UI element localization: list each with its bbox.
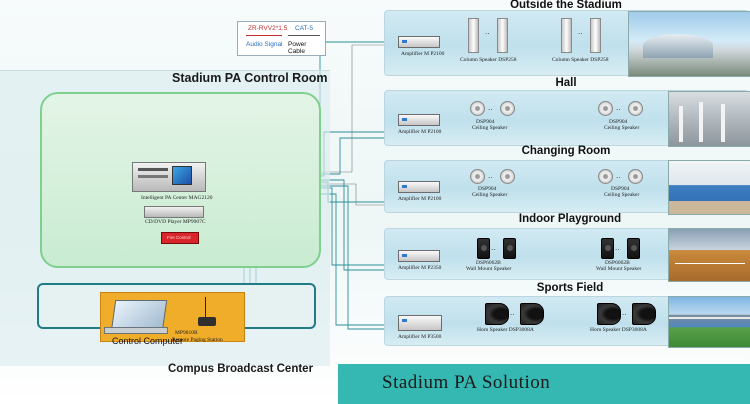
zone3-spk2-model: DSP904 xyxy=(611,186,630,192)
zone5-amp-label: Amplifier M P3500 xyxy=(398,334,442,340)
zone2-spk1-model: DSP904 xyxy=(476,119,495,125)
court-line xyxy=(675,263,745,264)
zone-indoor-title: Indoor Playground xyxy=(518,213,622,225)
zone2-dots2: .. xyxy=(616,103,621,112)
wall-speaker-icon xyxy=(477,238,490,259)
hall-photo xyxy=(668,91,750,147)
pa-center-buttons-row2 xyxy=(138,175,168,178)
zone-changing-title: Changing Room xyxy=(521,145,611,157)
paging-station-icon xyxy=(198,317,216,326)
zone2-dots1: .. xyxy=(488,103,493,112)
zone1-dots2: .. xyxy=(578,27,583,36)
zone-outside-title: Outside the Stadium xyxy=(510,0,622,11)
solution-title: Stadium PA Solution xyxy=(382,372,551,393)
column-speaker-icon xyxy=(561,18,572,53)
horn-speaker-icon xyxy=(520,303,544,325)
wall-speaker-icon xyxy=(627,238,640,259)
zone4-spk1-model: DSP6062B xyxy=(476,260,501,266)
zone5-amplifier xyxy=(398,315,442,331)
cable-legend: ZR-RVV2*1.5 CAT-5 Audio Signal Power Cab… xyxy=(237,21,326,56)
zone1-amp-label: Amplifier M P2100 xyxy=(401,51,445,57)
zone4-spk1-type: Wall Mount Speaker xyxy=(466,266,512,272)
hall-pillar xyxy=(679,106,683,142)
pa-center-unit xyxy=(132,162,206,192)
audio-line-sample xyxy=(246,35,282,36)
control-computer-label: Control Computer xyxy=(112,336,184,346)
zone4-amp-label: Amplifier M P2350 xyxy=(398,265,442,271)
ceiling-speaker-icon xyxy=(628,169,643,184)
zone4-dots2: .. xyxy=(615,243,620,252)
column-speaker-icon xyxy=(468,18,479,53)
ceiling-speaker-icon xyxy=(500,101,515,116)
dvd-player-unit xyxy=(144,206,204,218)
pa-center-label: Intelligent PA Center MAG2120 xyxy=(141,195,213,201)
laptop-base-icon xyxy=(104,327,168,334)
ceiling-speaker-icon xyxy=(598,101,613,116)
horn-speaker-icon xyxy=(632,303,656,325)
wall-speaker-icon xyxy=(503,238,516,259)
column-speaker-icon xyxy=(590,18,601,53)
cable2-spec: CAT-5 xyxy=(295,25,313,32)
pa-center-buttons xyxy=(138,168,168,171)
zone4-amplifier xyxy=(398,250,440,262)
changing-room-floor xyxy=(669,201,750,214)
paging-station-label: Remote Paging Station xyxy=(172,337,223,343)
zone5-spk1-label: Horn Speaker DSP3008A xyxy=(477,327,534,333)
ceiling-speaker-icon xyxy=(628,101,643,116)
fire-control-label: Fire Control xyxy=(167,235,191,240)
zone4-spk2-model: DSP6062B xyxy=(605,260,630,266)
hall-pillar xyxy=(721,104,725,142)
zone-sports-title: Sports Field xyxy=(536,282,604,294)
zone3-amp-label: Amplifier M P2100 xyxy=(398,196,442,202)
zone5-dots2: .. xyxy=(622,308,627,317)
power-line-sample xyxy=(288,35,320,36)
zone3-spk2-type: Ceiling Speaker xyxy=(604,192,640,198)
cable1-spec: ZR-RVV2*1.5 xyxy=(248,25,288,32)
zone1-spk2-label: Column Speaker DSP258 xyxy=(552,57,609,63)
ceiling-speaker-icon xyxy=(470,101,485,116)
horn-speaker-icon xyxy=(485,303,509,325)
zone3-amplifier xyxy=(398,181,440,193)
zone2-spk2-type: Ceiling Speaker xyxy=(604,125,640,131)
field-roof-edge xyxy=(669,317,750,319)
stadium-exterior-photo xyxy=(628,11,750,77)
control-room-title: Stadium PA Control Room xyxy=(172,71,328,85)
hall-pillar xyxy=(699,102,703,142)
dvd-player-label: CD/DVD Player MP9907C xyxy=(145,219,206,225)
zone1-spk1-label: Column Speaker DSP258 xyxy=(460,57,517,63)
zone2-spk1-type: Ceiling Speaker xyxy=(472,125,508,131)
zone4-spk2-type: Wall Mount Speaker xyxy=(596,266,642,272)
audio-signal-label: Audio Signal xyxy=(246,41,283,48)
indoor-playground-photo xyxy=(668,228,750,282)
zone3-spk1-type: Ceiling Speaker xyxy=(472,192,508,198)
ceiling-speaker-icon xyxy=(470,169,485,184)
zone3-spk1-model: DSP904 xyxy=(478,186,497,192)
stadium-roof-shape xyxy=(643,34,713,58)
paging-model: MP9810R xyxy=(175,330,198,336)
ceiling-speaker-icon xyxy=(500,169,515,184)
microphone-icon xyxy=(205,297,206,317)
zone2-amplifier xyxy=(398,114,440,126)
ceiling-speaker-icon xyxy=(598,169,613,184)
sports-field-photo xyxy=(668,296,750,348)
wall-speaker-icon xyxy=(601,238,614,259)
horn-speaker-icon xyxy=(597,303,621,325)
zone4-dots1: .. xyxy=(491,243,496,252)
zone-hall-title: Hall xyxy=(555,77,577,89)
power-cable-label: Power Cable xyxy=(288,41,307,55)
zone3-dots2: .. xyxy=(616,171,621,180)
zone2-amp-label: Amplifier M P2100 xyxy=(398,129,442,135)
column-speaker-icon xyxy=(497,18,508,53)
pa-center-display xyxy=(172,166,192,185)
changing-room-photo xyxy=(668,160,750,215)
broadcast-center-title: Compus Broadcast Center xyxy=(168,363,314,375)
zone5-spk2-label: Horn Speaker DSP3008A xyxy=(590,327,647,333)
zone1-amplifier xyxy=(398,36,440,48)
zone3-dots1: .. xyxy=(488,171,493,180)
solution-banner xyxy=(338,364,750,404)
zone1-dots1: .. xyxy=(485,27,490,36)
fire-control-unit: Fire Control xyxy=(161,232,199,244)
zone5-dots1: .. xyxy=(510,308,515,317)
zone2-spk2-model: DSP904 xyxy=(609,119,628,125)
